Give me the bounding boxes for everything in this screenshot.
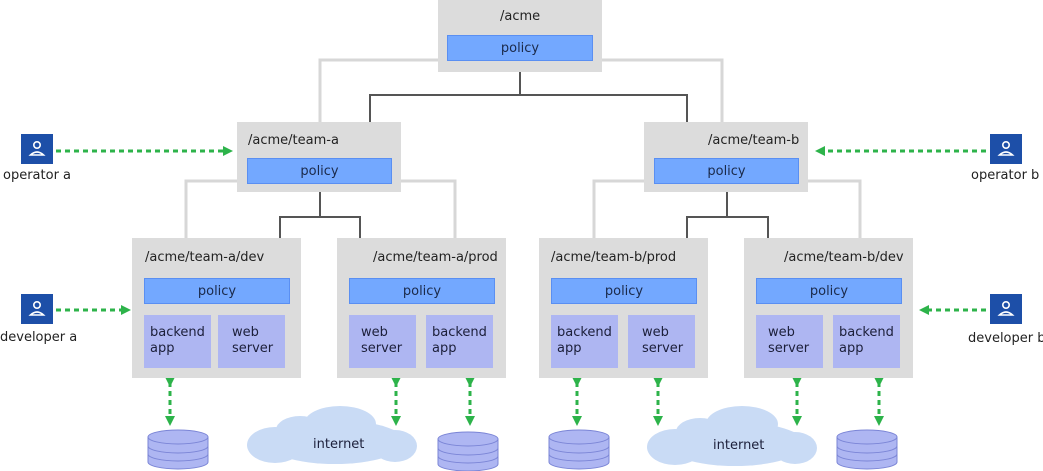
team-b-path: /acme/team-b xyxy=(708,133,800,148)
project-path: /acme/team-b/dev xyxy=(784,250,904,265)
project-policy: policy xyxy=(144,278,290,304)
app-tile: web server xyxy=(756,315,823,368)
operator-a-label: operator a xyxy=(3,168,72,183)
developer-a-label: developer a xyxy=(0,330,78,345)
root-policy: policy xyxy=(447,35,593,61)
database-icon xyxy=(836,429,898,470)
project-policy: policy xyxy=(349,278,495,304)
project-policy: policy xyxy=(551,278,697,304)
app-tile: backend app xyxy=(551,315,618,368)
app-tile: backend app xyxy=(833,315,900,368)
database-icon xyxy=(548,429,610,470)
access-arrows xyxy=(56,146,986,426)
team-a-container: /acme/team-a policy xyxy=(237,122,401,192)
database-icon xyxy=(147,429,209,470)
hierarchy-connectors xyxy=(184,58,862,238)
team-a-path: /acme/team-a xyxy=(248,133,339,148)
root-container: /acme policy xyxy=(438,0,602,72)
project-path: /acme/team-a/prod xyxy=(373,250,498,265)
app-tile: web server xyxy=(628,315,695,368)
app-tile: web server xyxy=(218,315,285,368)
app-tile: web server xyxy=(349,315,416,368)
project-team-b-dev: /acme/team-b/dev policy web server backe… xyxy=(744,238,913,378)
team-b-policy: policy xyxy=(654,158,799,184)
app-tile: backend app xyxy=(426,315,493,368)
project-path: /acme/team-b/prod xyxy=(551,250,677,265)
internet-label: internet xyxy=(713,438,765,453)
project-path: /acme/team-a/dev xyxy=(145,250,265,265)
project-team-a-prod: /acme/team-a/prod policy web server back… xyxy=(337,238,506,378)
user-icon xyxy=(21,134,53,164)
cloud-icon xyxy=(647,406,817,466)
project-team-b-prod: /acme/team-b/prod policy backend app web… xyxy=(539,238,708,378)
app-tile: backend app xyxy=(144,315,211,368)
team-b-container: /acme/team-b policy xyxy=(644,122,808,192)
database-icon xyxy=(437,431,499,471)
root-path: /acme xyxy=(500,9,541,24)
internet-label: internet xyxy=(313,437,365,452)
user-icon xyxy=(990,294,1022,324)
project-policy: policy xyxy=(756,278,902,304)
developer-b-label: developer b xyxy=(968,331,1043,346)
operator-b-label: operator b xyxy=(971,168,1040,183)
cloud-icon xyxy=(247,406,417,464)
user-icon xyxy=(990,134,1022,164)
user-icon xyxy=(21,294,53,324)
team-a-policy: policy xyxy=(247,158,392,184)
project-team-a-dev: /acme/team-a/dev policy backend app web … xyxy=(132,238,301,378)
